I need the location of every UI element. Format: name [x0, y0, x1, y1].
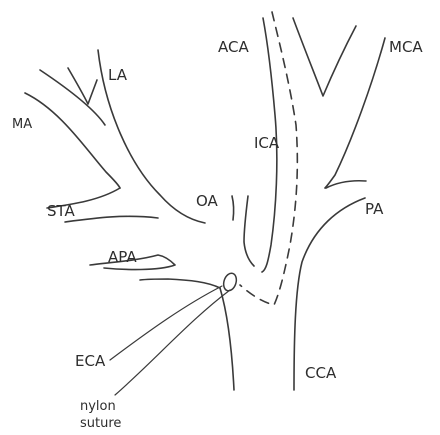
cca-right-wall — [294, 198, 365, 390]
la-pointer — [68, 68, 97, 104]
ma-to-sta-branch — [25, 93, 120, 188]
label-pa: PA — [365, 200, 384, 218]
label-ma: MA — [12, 117, 32, 132]
label-suture-line1: nylon — [80, 399, 116, 414]
mca-right-wall — [325, 38, 385, 188]
label-la: LA — [108, 66, 128, 84]
pa-branch — [326, 181, 366, 188]
sta-lower-edge — [65, 216, 158, 222]
aca-mca-bifurcation — [293, 18, 356, 96]
label-cca: CCA — [305, 364, 337, 382]
label-ica: ICA — [254, 134, 280, 152]
label-eca: ECA — [75, 352, 106, 370]
eca-leader-line — [110, 286, 222, 360]
label-suture-line2: suture — [80, 416, 121, 431]
label-aca: ACA — [218, 38, 249, 56]
suture-leader-line — [115, 290, 230, 395]
eca-upper-curve — [140, 279, 220, 288]
ma-upper-branch — [40, 70, 105, 125]
oa-inner-wall — [244, 196, 254, 266]
oa-stub — [232, 196, 234, 220]
label-mca: MCA — [389, 38, 423, 56]
label-apa: APA — [108, 248, 137, 266]
label-sta: STA — [47, 202, 76, 220]
label-oa: OA — [196, 192, 219, 210]
eca-right-wall — [220, 288, 234, 390]
suture-knot-icon — [222, 272, 239, 293]
